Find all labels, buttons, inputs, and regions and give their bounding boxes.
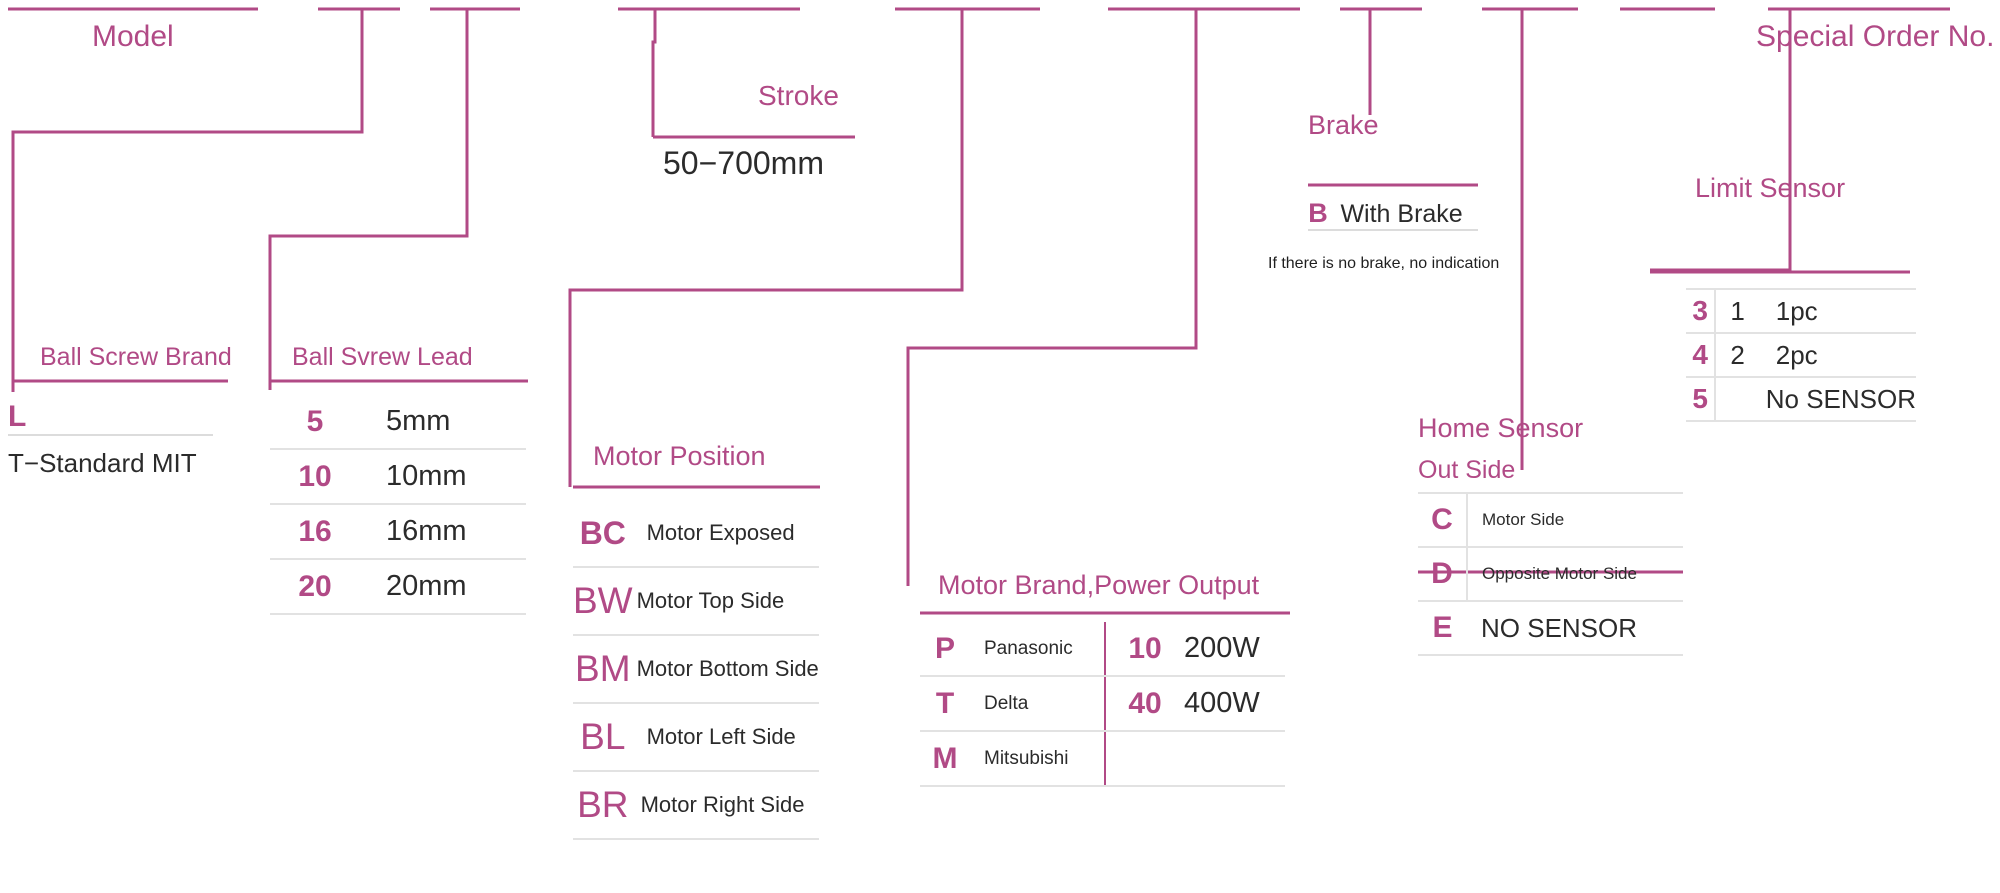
table-row[interactable]: E NO SENSOR (1418, 601, 1683, 656)
brand-desc-2: Mitsubishi (970, 731, 1105, 787)
motorpos-desc-0: Motor Exposed (632, 500, 819, 568)
motor-position-title: Motor Position (593, 441, 766, 471)
motorpos-desc-2: Motor Bottom Side (632, 635, 819, 704)
brake-title: Brake (1308, 110, 1379, 140)
lead-desc-1: 10mm (360, 449, 526, 505)
table-row[interactable]: BW Motor Top Side (573, 567, 819, 636)
limit-desc-1: 2pc (1751, 333, 1916, 378)
ball-screw-brand-desc: T−Standard MIT (8, 448, 197, 478)
limit-code-1: 4 (1686, 333, 1716, 378)
home-sensor-table: C Motor Side D Opposite Motor Side E NO … (1418, 492, 1683, 656)
table-row[interactable]: 4 2 2pc (1686, 333, 1916, 378)
motorpos-desc-3: Motor Left Side (632, 703, 819, 772)
ball-screw-lead-title: Ball Svrew Lead (292, 343, 473, 371)
motorpos-code-2: BM (573, 635, 633, 704)
table-row[interactable]: T Delta 40 400W (920, 676, 1285, 732)
motorpos-desc-1: Motor Top Side (632, 567, 819, 636)
section-special-order: Special Order No. (1756, 22, 1994, 52)
motor-brand-power-title: Motor Brand,Power Output (938, 570, 1260, 600)
home-code-2: E (1418, 601, 1467, 656)
table-row[interactable]: 3 1 1pc (1686, 289, 1916, 334)
stroke-title: Stroke (758, 80, 839, 111)
lead-code-1: 10 (270, 449, 360, 505)
power-code-0: 10 (1104, 622, 1176, 677)
special-order-title: Special Order No. (1756, 20, 1995, 53)
brake-row[interactable]: B With Brake (1308, 198, 1478, 231)
table-row[interactable]: BM Motor Bottom Side (573, 635, 819, 704)
leader-stroke (651, 9, 657, 137)
home-desc-2: NO SENSOR (1467, 601, 1683, 656)
home-code-0: C (1418, 493, 1467, 548)
home-sensor-subtitle: Out Side (1418, 456, 1516, 484)
table-row[interactable]: 16 16mm (270, 504, 526, 560)
leader-model (11, 9, 364, 392)
model-title: Model (92, 20, 174, 53)
lead-code-0: 5 (270, 395, 360, 450)
motorpos-code-0: BC (573, 500, 633, 568)
table-row[interactable]: P Panasonic 10 200W (920, 622, 1285, 677)
leader-motor-brand (906, 9, 1198, 586)
stroke-value: 50−700mm (663, 145, 824, 181)
brand-desc-0: Panasonic (970, 622, 1105, 677)
table-row[interactable]: BL Motor Left Side (573, 703, 819, 772)
table-row[interactable]: C Motor Side (1418, 493, 1683, 548)
limit-code-2: 5 (1686, 377, 1716, 422)
table-row[interactable]: 10 10mm (270, 449, 526, 505)
lead-desc-3: 20mm (360, 559, 526, 615)
motor-position-table: BC Motor Exposed BW Motor Top Side BM Mo… (573, 500, 819, 840)
limit-desc-2: No SENSOR (1751, 377, 1916, 422)
ball-screw-lead-table: 5 5mm 10 10mm 16 16mm 20 20mm (270, 395, 526, 615)
table-row[interactable]: 5 No SENSOR (1686, 377, 1916, 422)
lead-code-3: 20 (270, 559, 360, 615)
limit-code-0: 3 (1686, 289, 1716, 334)
ball-screw-brand-code-row[interactable]: L (8, 400, 213, 436)
brand-code-1: T (920, 676, 970, 732)
limit-sensor-title: Limit Sensor (1695, 173, 1846, 203)
limit-desc-0: 1pc (1751, 289, 1916, 334)
home-sensor-title: Home Sensor (1418, 413, 1584, 443)
brand-desc-1: Delta (970, 676, 1105, 732)
power-desc-1: 400W (1176, 676, 1285, 732)
brake-desc: With Brake (1340, 200, 1463, 228)
ball-screw-brand-code: L (8, 400, 27, 433)
brake-note: If there is no brake, no indication (1268, 255, 1500, 272)
motorpos-code-3: BL (573, 703, 633, 772)
power-desc-0: 200W (1176, 622, 1285, 677)
home-desc-1: Opposite Motor Side (1466, 547, 1683, 602)
brand-code-0: P (920, 622, 970, 677)
home-code-1: D (1418, 547, 1467, 602)
lead-desc-0: 5mm (360, 395, 526, 450)
ball-screw-brand-title: Ball Screw Brand (40, 343, 232, 371)
section-model: Model (92, 22, 174, 52)
motorpos-desc-4: Motor Right Side (632, 771, 819, 840)
power-code-2 (1104, 731, 1176, 787)
table-row[interactable]: BC Motor Exposed (573, 500, 819, 568)
lead-desc-2: 16mm (360, 504, 526, 560)
motorpos-code-1: BW (573, 567, 633, 636)
limit-qty-2 (1714, 377, 1752, 422)
brake-code: B (1308, 198, 1328, 228)
table-row[interactable]: BR Motor Right Side (573, 771, 819, 840)
limit-qty-1: 2 (1714, 333, 1752, 378)
table-row[interactable]: D Opposite Motor Side (1418, 547, 1683, 602)
power-desc-2 (1176, 731, 1285, 787)
table-row[interactable]: 5 5mm (270, 395, 526, 450)
table-row[interactable]: 20 20mm (270, 559, 526, 615)
home-desc-0: Motor Side (1466, 493, 1683, 548)
motor-brand-power-table: P Panasonic 10 200W T Delta 40 400W M Mi… (920, 622, 1285, 787)
leader-ball-screw-lead (268, 9, 469, 390)
brand-code-2: M (920, 731, 970, 787)
motorpos-code-4: BR (573, 771, 633, 840)
limit-qty-0: 1 (1714, 289, 1752, 334)
power-code-1: 40 (1104, 676, 1176, 732)
table-row[interactable]: M Mitsubishi (920, 731, 1285, 787)
lead-code-2: 16 (270, 504, 360, 560)
limit-sensor-table: 3 1 1pc 4 2 2pc 5 No SENSOR (1686, 288, 1916, 422)
